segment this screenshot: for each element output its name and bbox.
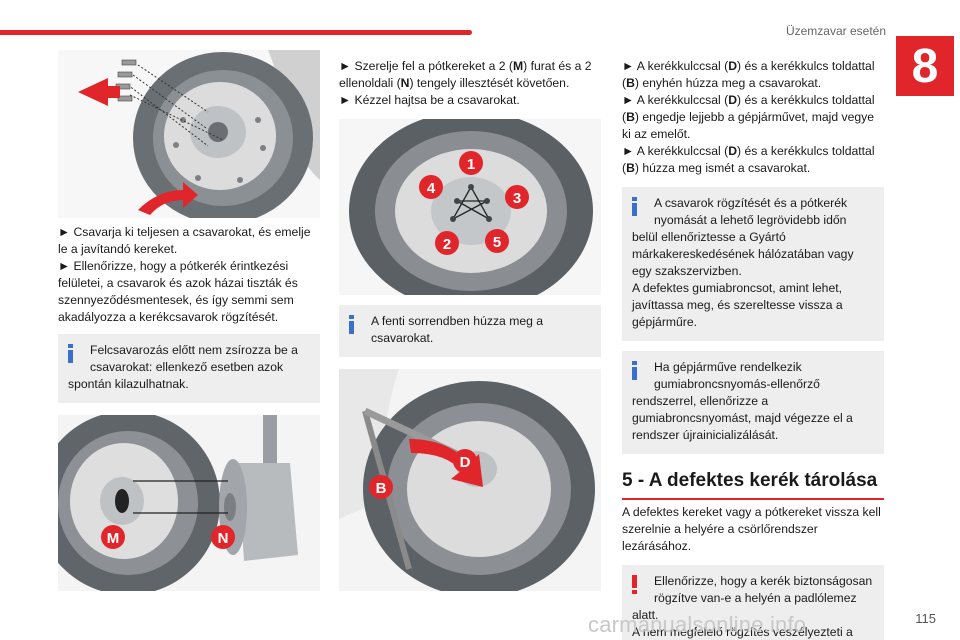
label-5: 5 <box>493 234 501 251</box>
step-hand-tighten: ► Kézzel hajtsa be a csavarokat. <box>339 93 520 107</box>
watermark: carmanualsonline.info <box>588 612 807 637</box>
step-lower-vehicle: ► A kerékkulccsal (D) és a kerékkulcs to… <box>622 93 875 141</box>
step-retighten: ► A kerékkulccsal (D) és a kerékkulcs to… <box>622 144 875 175</box>
chapter-number: 8 <box>896 36 954 96</box>
warning-icon <box>632 575 637 594</box>
column-2: ► Szerelje fel a pótkereket a 2 (M) fura… <box>339 50 601 591</box>
step-unscrew: ► Csavarja ki teljesen a csavarokat, és … <box>58 225 311 256</box>
figure-wrench: D B <box>339 369 601 591</box>
info-icon <box>632 361 637 380</box>
label-3: 3 <box>513 190 521 207</box>
column-3: ► A kerékkulccsal (D) és a kerékkulcs to… <box>622 50 884 640</box>
figure-alignment: M N <box>58 415 320 591</box>
step-slight-tighten: ► A kerékkulccsal (D) és a kerékkulcs to… <box>622 59 875 90</box>
warning-note-secure-wheel: Ellenőrizze, hogy a kerék biztonságosan … <box>622 565 884 640</box>
header-title: Üzemzavar esetén <box>785 24 886 38</box>
heading-underline <box>622 498 884 500</box>
label-1: 1 <box>467 156 475 173</box>
step-mount-spare: ► Szerelje fel a pótkereket a 2 (M) fura… <box>339 59 592 90</box>
figure-unscrew-wheel <box>58 50 320 218</box>
label-m: M <box>107 530 120 547</box>
info-note-no-grease: Felcsavarozás előtt nem zsírozza be a cs… <box>58 334 320 403</box>
label-4: 4 <box>427 180 436 197</box>
section-heading: 5 - A defektes kerék tárolása <box>622 470 878 491</box>
info-note-tpms: Ha gépjárműve rendelkezik gumiabroncsnyo… <box>622 351 884 454</box>
info-icon <box>68 344 73 363</box>
label-2: 2 <box>443 236 451 253</box>
info-icon <box>632 197 637 216</box>
info-note-check-pressure: A csavarok rögzítését és a pótkerék nyom… <box>622 187 884 341</box>
section-body: A defektes kereket vagy a pótkereket vis… <box>622 505 881 553</box>
info-icon <box>349 315 354 334</box>
arrow-icon <box>78 78 120 106</box>
step-check-surfaces: ► Ellenőrizze, hogy a pótkerék érintkezé… <box>58 259 298 324</box>
label-n: N <box>218 530 229 547</box>
label-b: B <box>376 480 387 497</box>
column-1: ► Csavarja ki teljesen a csavarokat, és … <box>58 50 320 591</box>
header-accent-bar <box>0 30 472 35</box>
info-note-order: A fenti sorrendben húzza meg a csavaroka… <box>339 305 601 357</box>
page-number: 115 <box>915 611 936 626</box>
figure-tightening-order: 1 2 3 4 5 <box>339 119 601 295</box>
label-d: D <box>460 454 471 471</box>
arrow-icon <box>138 182 198 215</box>
